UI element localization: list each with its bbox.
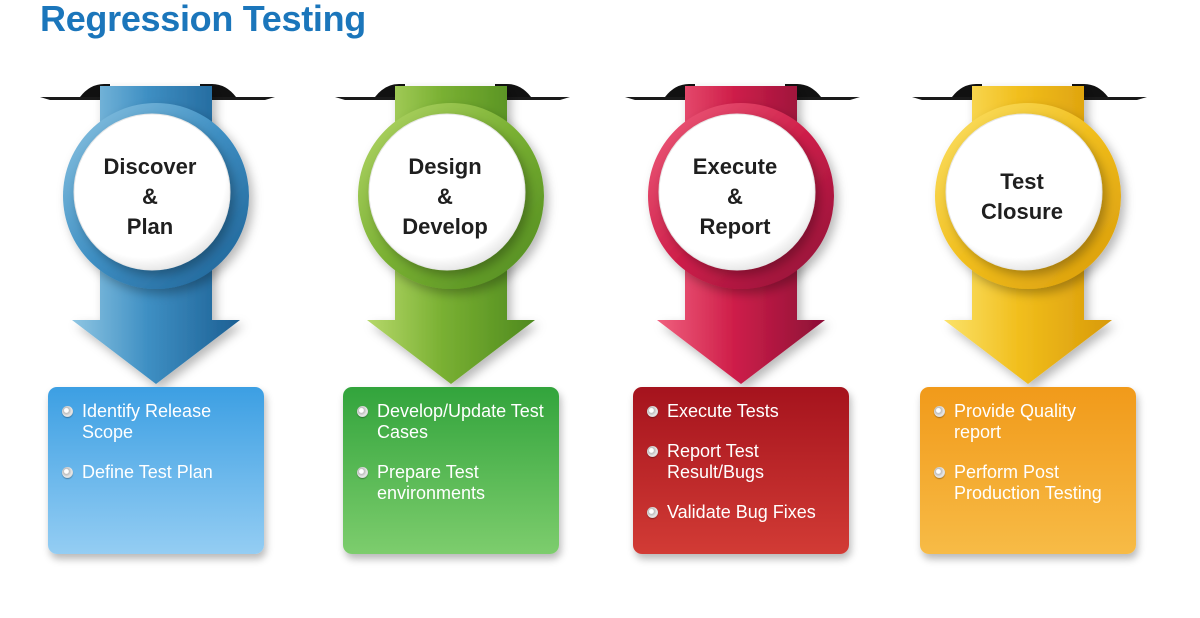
stage-disc <box>658 113 816 271</box>
activity-item: Develop/Update Test Cases <box>357 401 549 443</box>
stage-arrow-graphic <box>625 84 860 384</box>
activity-text: Define Test Plan <box>82 462 213 482</box>
stage-title: Discover & Plan <box>70 135 230 259</box>
activity-text: Identify Release Scope <box>82 401 212 442</box>
activity-text: Develop/Update Test Cases <box>377 401 544 442</box>
bullet-icon <box>647 507 658 518</box>
stage-title-line: Develop <box>402 214 488 239</box>
stage-title: Execute & Report <box>655 135 815 259</box>
bullet-icon <box>357 406 368 417</box>
bullet-icon <box>62 406 73 417</box>
stage-arrow-graphic <box>912 84 1147 384</box>
activity-item: Identify Release Scope <box>62 401 254 443</box>
stage-title-line: Report <box>699 214 771 239</box>
stage-title-line: Plan <box>126 214 174 239</box>
bullet-icon <box>62 467 73 478</box>
stage-title-line: & <box>727 184 743 209</box>
activity-item: Define Test Plan <box>62 462 254 483</box>
activity-item: Provide Quality report <box>934 401 1126 443</box>
activity-text: Prepare Test environments <box>377 462 486 503</box>
activity-item: Prepare Test environments <box>357 462 549 504</box>
stage-title-line: Design <box>408 154 482 179</box>
stage-title: Design & Develop <box>365 135 525 259</box>
bullet-icon <box>357 467 368 478</box>
stage-disc <box>945 113 1103 271</box>
page-title: Regression Testing <box>40 0 367 39</box>
stage-disc <box>368 113 526 271</box>
stage-title-line: Execute <box>692 154 778 179</box>
activity-item: Perform Post Production Testing <box>934 462 1126 504</box>
stage-title-line: & <box>142 184 158 209</box>
activity-item: Execute Tests <box>647 401 839 422</box>
activity-item: Report Test Result/Bugs <box>647 441 839 483</box>
bullet-icon <box>934 467 945 478</box>
stage-arrow-graphic <box>335 84 570 384</box>
stage-arrow-graphic <box>40 84 275 384</box>
activity-item: Validate Bug Fixes <box>647 502 839 523</box>
activity-text: Report Test Result/Bugs <box>667 441 765 482</box>
bullet-icon <box>647 446 658 457</box>
stage-disc <box>73 113 231 271</box>
bullet-icon <box>647 406 658 417</box>
stage-title-line: Test <box>1000 169 1044 194</box>
bullet-icon <box>934 406 945 417</box>
stage-title-line: Discover <box>103 154 197 179</box>
activity-text: Execute Tests <box>667 401 779 421</box>
activity-text: Perform Post Production Testing <box>954 462 1102 503</box>
activity-text: Validate Bug Fixes <box>667 502 816 522</box>
stage-title-line: Closure <box>981 199 1063 224</box>
activity-text: Provide Quality report <box>954 401 1077 442</box>
stage-title-line: & <box>437 184 453 209</box>
